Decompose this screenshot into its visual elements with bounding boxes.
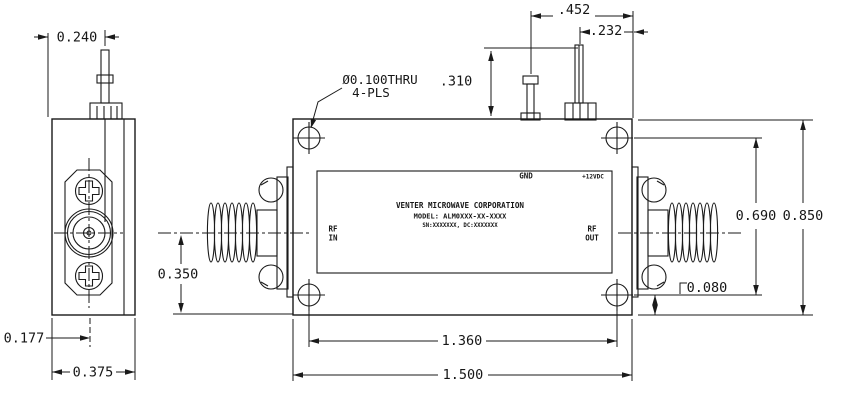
flange-screw-bottom-right [641, 264, 667, 290]
mounting-hole-top-right [601, 122, 633, 154]
label-model: MODEL: ALM0XXX-XX-XXXX [414, 213, 508, 221]
hole-callout: Ø0.100THRU 4-PLS [310, 72, 418, 128]
dim-side-width: 0.375 [73, 365, 114, 381]
flange-screw-top-right [641, 177, 667, 203]
dim-pin-offset: 0.240 [57, 30, 98, 46]
dim-vdc-pin-to-edge: .232 [590, 23, 623, 39]
dim-body-width: 1.500 [443, 367, 484, 383]
mounting-hole-bottom-right [601, 279, 633, 311]
hole-callout-line1: Ø0.100THRU [342, 72, 417, 87]
mounting-hole-bottom-left [293, 279, 325, 311]
side-view-sma-connector-face [54, 158, 123, 308]
label-power: +12VDC [582, 174, 604, 181]
label-company: VENTER MICROWAVE CORPORATION [396, 201, 524, 210]
front-view-right-dimensions: 0.690 0.850 0.080 [634, 119, 824, 316]
dim-pin-height: .310 [440, 74, 473, 90]
side-view-power-pin [89, 49, 123, 222]
hole-callout-line2: 4-PLS [352, 85, 390, 100]
dim-body-height: 0.850 [783, 208, 824, 224]
sma-connector-rf-out [618, 166, 742, 298]
side-view-dimensions: 0.240 0.177 0.375 [4, 30, 136, 381]
flange-screw-top-left [258, 177, 284, 203]
side-view-body [51, 118, 136, 316]
label-outline [316, 170, 613, 274]
label-rf-out-2: OUT [585, 234, 599, 243]
dim-hole-span-horizontal: 1.360 [442, 333, 483, 349]
identification-label: GND +12VDC VENTER MICROWAVE CORPORATION … [316, 170, 613, 274]
label-serial: SN:XXXXXXX, DC:XXXXXXX [422, 223, 498, 229]
label-rf-in-1: RF [328, 225, 338, 234]
side-view: 0.240 0.177 0.375 [4, 30, 136, 381]
front-view-bottom-dimensions: 1.360 1.500 [292, 311, 633, 383]
dim-hole-edge-offset: 0.080 [687, 280, 728, 296]
front-view: GND +12VDC VENTER MICROWAVE CORPORATION … [158, 2, 824, 383]
dim-center-offset: 0.177 [4, 331, 45, 347]
flange-screw-bottom-left [258, 264, 284, 290]
dim-hole-span-vertical: 0.690 [736, 208, 777, 224]
dim-gnd-pin-to-edge: .452 [558, 2, 591, 18]
front-view-top-dimensions: .452 .232 .310 [440, 2, 648, 118]
label-rf-out-1: RF [587, 225, 597, 234]
label-rf-in-2: IN [328, 234, 338, 243]
sma-connector-rf-in [158, 166, 310, 298]
front-view-left-dimension: 0.350 [158, 235, 293, 315]
gnd-pin [520, 75, 541, 121]
label-gnd: GND [519, 172, 533, 181]
dim-center-height: 0.350 [158, 267, 199, 283]
power-pin [564, 44, 597, 121]
mounting-hole-top-left [293, 122, 325, 154]
mounting-holes [293, 122, 633, 311]
